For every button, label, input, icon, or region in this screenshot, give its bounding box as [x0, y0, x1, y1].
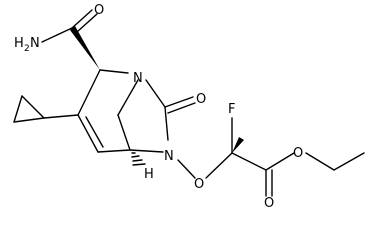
bond-ester-c-o-single [265, 152, 295, 171]
bond-ethyl-ch2-ch3 [333, 152, 365, 171]
bond-n-top-carbonyl [145, 79, 166, 108]
atom-bridgehead-h: H [144, 167, 154, 182]
bond-c-o-amide-1 [71, 9, 93, 29]
bond-c3-cyclopropyl [43, 114, 79, 119]
atom-amide-n: N [30, 36, 40, 51]
atom-ester-o-double: O [264, 196, 274, 210]
atom-labels: H 2 N O N O N O F O O H [14, 3, 303, 210]
bond-c4-c5 [97, 149, 131, 153]
bond-n-top-bridge [117, 79, 139, 116]
atom-ring-n-bottom: N [164, 149, 174, 164]
atom-ring-n-top: N [133, 71, 143, 86]
atom-amide-sub2: 2 [24, 44, 30, 54]
bond-chf-ester-c [231, 152, 267, 171]
bond-bridge-c5 [117, 114, 131, 151]
bond-o-chf [205, 152, 233, 179]
atom-amide-o: O [94, 3, 104, 18]
bond-c3-c4-1 [77, 114, 99, 153]
atom-ester-o-single: O [293, 146, 303, 161]
chemical-structure-diagram: H 2 N O N O N O F O O H [13, 3, 365, 210]
bond-c2-c3 [77, 69, 101, 116]
bond-lines [13, 9, 365, 197]
bond-h2n-c [41, 27, 73, 43]
bond-c-o-amide-2 [76, 13, 98, 33]
bond-cp-1 [21, 95, 45, 119]
atom-ether-o: O [194, 177, 204, 192]
bond-carbonyl-o-1 [164, 96, 194, 108]
wedge-c2-amide [70, 26, 100, 70]
wedge-chf [232, 137, 244, 153]
hashed-bond-bridgehead-h [131, 152, 146, 166]
bond-c5-n-bottom [129, 149, 164, 153]
atom-fluorine: F [228, 102, 235, 117]
bond-carbonyl-n-bottom [164, 106, 169, 141]
bond-o-ethyl-ch2 [305, 152, 335, 171]
bond-cp-3 [13, 117, 45, 123]
atom-amide-h: H [14, 36, 24, 51]
bond-carbonyl-o-2 [167, 102, 196, 114]
bond-c2-n-top [99, 69, 129, 74]
bond-cp-2 [13, 95, 23, 123]
bond-c3-c4-2 [85, 116, 104, 148]
atom-lactam-o: O [196, 92, 206, 107]
bond-n-bottom-o [177, 159, 196, 179]
